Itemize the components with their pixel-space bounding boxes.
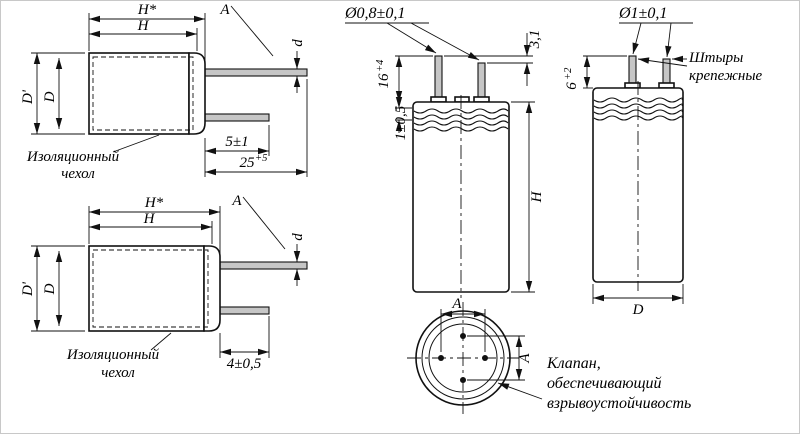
fig3-crimp-groove xyxy=(413,120,509,126)
svg-text:+4: +4 xyxy=(375,59,386,72)
fig4-dimensions xyxy=(583,22,693,304)
fig2-dim-h-star-label: H* xyxy=(144,195,164,211)
fig3-dim-offset-label: 3,1 xyxy=(527,30,543,50)
fig2-lower-lead xyxy=(219,306,270,315)
fig4-crimp-groove xyxy=(593,115,684,121)
fig1-lower-lead xyxy=(204,113,270,122)
fig3-valve-label-line3: взрывоустойчивость xyxy=(547,395,691,412)
fig1-dimensions xyxy=(31,5,308,177)
fig3-right-lead xyxy=(477,62,486,103)
fig3-pin-left xyxy=(438,355,444,361)
fig2-dim-h-label: H xyxy=(143,211,156,227)
fig2-sleeve-label-line2: чехол xyxy=(101,365,135,381)
fig3-bottom-inner-circle xyxy=(428,323,498,393)
fig4-crimp-groove xyxy=(593,109,684,115)
fig1-dim-seal-label: 5±1 xyxy=(225,134,248,150)
fig1-dim-h-label: H xyxy=(137,18,150,34)
fig2-dim-a-label: A xyxy=(231,193,242,209)
fig2-sleeve-label-line1: Изоляционный xyxy=(66,347,160,363)
fig3-pin-top xyxy=(460,333,466,339)
fig3-bottom-mid-circle xyxy=(421,316,505,400)
fig4-pins-label-line2: крепежные xyxy=(689,68,763,84)
fig3-bottom-view: A A Клапан, обеспечивающий взрывоустойчи… xyxy=(407,296,691,414)
fig1-upper-lead xyxy=(204,68,308,77)
fig1-dim-lead-len-label: 25 xyxy=(240,155,256,171)
fig1-horizontal-capacitor: H* H D' D A d 5±1 25 +5 Изоляционный чех… xyxy=(20,2,308,182)
fig2-capacitor-body xyxy=(88,245,205,332)
fig3-crimp-groove xyxy=(413,108,509,114)
fig2-dimensions xyxy=(31,196,301,358)
fig3-dim-a-top-label: A xyxy=(451,296,462,312)
svg-text:+2: +2 xyxy=(563,67,574,80)
fig2-seal-cap xyxy=(203,245,221,332)
fig3-crimp-groove xyxy=(413,114,509,120)
fig3-dim-bead-label: 1±0,5 xyxy=(393,105,409,140)
fig3-crimp-groove xyxy=(413,126,509,132)
fig3-dim-h-label: H xyxy=(529,190,545,203)
fig3-left-lead xyxy=(434,55,443,103)
fig4-vertical-capacitor: Ø1±0,1 Штыры крепежные 6 +2 D xyxy=(563,5,763,318)
fig4-crimp-groove xyxy=(593,103,684,109)
fig3-vertical-capacitor: Ø0,8±0,1 3,1 16 +4 1±0,5 H xyxy=(344,5,545,298)
fig2-dim-seal-label: 4±0,5 xyxy=(227,356,262,372)
fig1-dim-d-outer-label: D' xyxy=(20,89,36,105)
fig2-dim-lead-dia-label: d xyxy=(290,233,306,241)
fig3-dimensions xyxy=(345,22,535,293)
fig3-dim-lead-len-label: 16 +4 xyxy=(375,59,392,89)
fig3-pin-right xyxy=(482,355,488,361)
svg-text:6: 6 xyxy=(564,82,580,90)
fig4-dim-d-label: D xyxy=(632,302,644,318)
fig1-dim-d-label: D xyxy=(42,91,58,103)
fig2-dim-d-outer-label: D' xyxy=(20,281,36,297)
fig4-dim-pin-len-label: 6 +2 xyxy=(563,67,580,90)
fig1-dim-lead-len-sup-label: +5 xyxy=(255,153,267,164)
fig1-sleeve-label-line1: Изоляционный xyxy=(26,149,120,165)
fig3-valve-label-line1: Клапан, xyxy=(546,355,601,372)
fig1-dim-a-label: A xyxy=(219,2,230,18)
fig1-capacitor-body xyxy=(88,52,190,135)
fig2-insulation-sleeve xyxy=(92,249,209,328)
fig1-seal-cap xyxy=(188,52,206,135)
svg-text:16: 16 xyxy=(376,73,392,89)
fig2-dim-d-label: D xyxy=(42,283,58,295)
fig1-dim-lead-dia-label: d xyxy=(290,39,306,47)
fig4-crimp-groove xyxy=(593,97,684,103)
fig3-valve-label-line2: обеспечивающий xyxy=(547,375,662,392)
fig3-dim-a-side-label: A xyxy=(517,353,533,364)
fig3-dim-dia-label: Ø0,8±0,1 xyxy=(344,5,405,22)
fig4-pins-label-line1: Штыры xyxy=(688,50,743,66)
fig3-bottom-dimensions xyxy=(440,309,543,400)
fig1-dim-h-star-label: H* xyxy=(137,2,157,18)
fig2-upper-lead xyxy=(219,261,308,270)
fig3-pin-bottom xyxy=(460,377,466,383)
fig1-sleeve-label-line2: чехол xyxy=(61,166,95,182)
fig2-horizontal-capacitor: H* H D' D A d 4±0,5 Изоляционный чехол xyxy=(20,193,308,381)
fig4-dim-dia-label: Ø1±0,1 xyxy=(618,5,667,22)
fig1-insulation-sleeve xyxy=(92,56,194,131)
